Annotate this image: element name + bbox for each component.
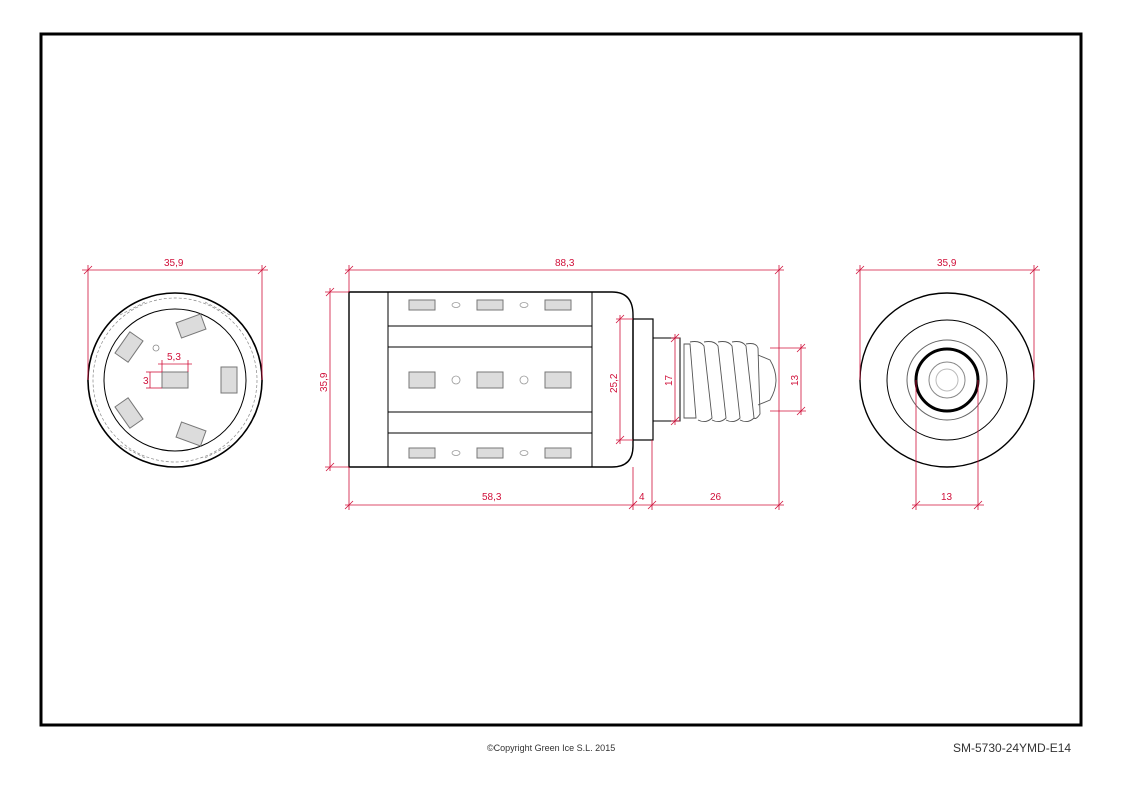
led-chip [175,313,207,339]
dim-socket-diameter: 13 [941,492,953,503]
part-number: SM-5730-24YMD-E14 [953,741,1072,755]
dim-led-width: 5,3 [167,352,181,363]
dim-base-length: 26 [710,492,722,503]
led-chip [114,397,144,429]
led-chip [476,371,504,389]
led-chip [161,371,189,389]
dim-left-diameter: 35,9 [164,258,184,269]
left-end-view: 35,9 5,3 3 [82,258,268,468]
led-chip [408,299,436,311]
dim-body-length: 58,3 [482,492,502,503]
led-chip [175,421,207,447]
dim-thread-diameter: 13 [790,374,801,386]
drawing-frame [39,32,1083,727]
copyright-text: ©Copyright Green Ice S.L. 2015 [487,743,616,753]
led-chip [408,447,436,459]
center-side-view: 88,3 35,9 25,2 17 13 58,3 4 26 [319,258,806,510]
dim-neck-diameter: 17 [664,374,675,386]
dim-shoulder-diameter: 25,2 [609,373,620,393]
right-base-view: 35,9 13 [855,258,1040,510]
led-chip [544,371,572,389]
dim-neck-length: 4 [639,492,645,503]
led-chip [544,299,572,311]
led-chip [220,366,238,394]
led-chip [408,371,436,389]
led-chip [476,299,504,311]
led-chip [544,447,572,459]
dim-overall-length: 88,3 [555,258,575,269]
led-chip [114,331,144,363]
led-chip [476,447,504,459]
dim-right-diameter: 35,9 [937,258,957,269]
dim-led-height: 3 [143,376,149,387]
dim-body-diameter: 35,9 [319,372,330,392]
